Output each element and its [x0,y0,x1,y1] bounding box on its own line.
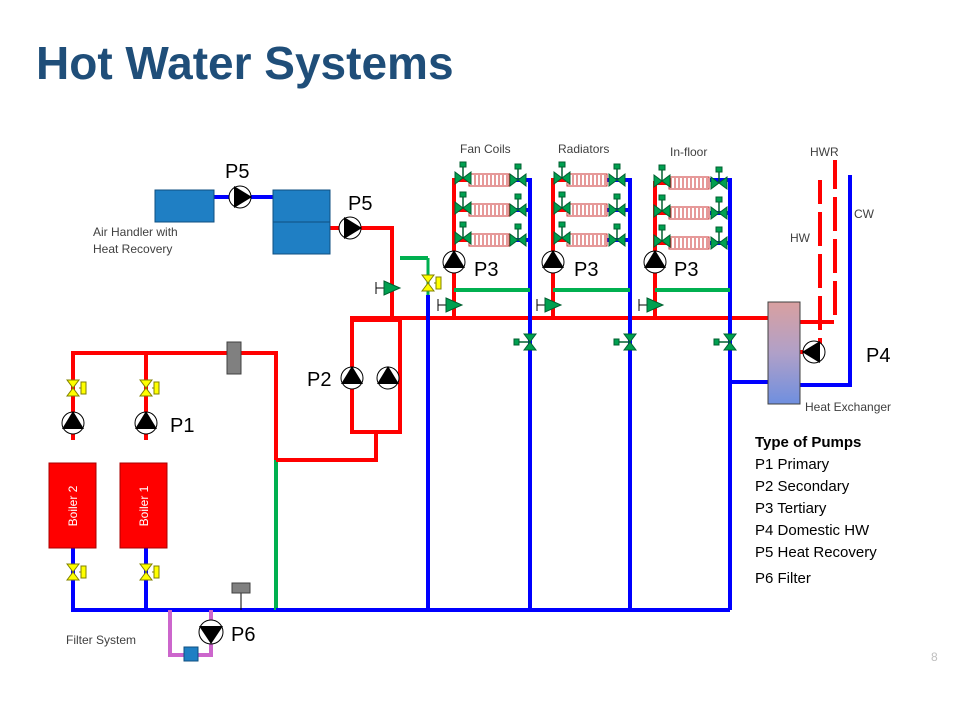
boiler-2: Boiler 2 [48,462,97,549]
p6-label: P6 [231,624,255,646]
p3-label-fan-coils: P3 [474,259,498,281]
boiler-1: Boiler 1 [119,462,168,549]
pump-p3-fan-coils [442,250,466,274]
riser-valves [513,333,737,351]
pump-p6 [198,619,224,645]
pump-p2-a [340,366,364,390]
legend-item-p6: P6 Filter [755,570,811,587]
boiler-2-label: Boiler 2 [66,485,80,526]
radiator-units [566,173,608,247]
hw-label: HW [790,231,811,245]
page-number: 8 [931,650,938,664]
legend-item-p4: P4 Domestic HW [755,522,870,539]
legend-item-p1: P1 Primary [755,456,830,473]
boiler-1-label: Boiler 1 [137,485,151,526]
filter-unit [183,646,199,662]
pump-p5-heat-recovery [338,216,362,240]
p3-label-radiators: P3 [574,259,598,281]
legend-item-p5: P5 Heat Recovery [755,544,877,561]
p5-label-air-handler: P5 [225,161,249,183]
heat-exchanger [767,301,801,405]
air-handler-label-line1: Air Handler with [93,225,178,239]
heat-recovery-unit-bottom [272,221,331,255]
legend-item-p2: P2 Secondary [755,478,850,495]
filter-tank [231,582,251,594]
pump-p2-b [376,366,400,390]
in-floor-units [668,176,710,250]
in-floor-label: In-floor [670,145,707,159]
legend-heading: Type of Pumps [755,434,862,451]
fan-coil-units [468,173,510,247]
heat-recovery-unit-top [272,189,331,223]
filter-system-label: Filter System [66,633,136,647]
p5-label-heat-recovery: P5 [348,193,372,215]
heat-exchanger-label: Heat Exchanger [805,400,891,414]
pump-p4 [802,340,826,364]
legend-item-p3: P3 Tertiary [755,500,827,517]
pump-p1-b [134,411,158,435]
p4-label: P4 [866,345,890,367]
pump-p1-a [61,411,85,435]
pump-p5-air-handler [228,185,252,209]
pump-legend: Type of Pumps P1 Primary P2 Secondary P3… [755,432,877,590]
pipes [71,160,852,657]
hwr-label: HWR [810,145,839,159]
cw-label: CW [854,207,875,221]
fan-coils-label: Fan Coils [460,142,511,156]
pump-p3-radiators [541,250,565,274]
radiators-label: Radiators [558,142,609,156]
page-title: Hot Water Systems [36,37,454,89]
check-valves [375,280,664,313]
air-handler-label-line2: Heat Recovery [93,242,172,256]
p2-label: P2 [307,369,331,391]
p1-label: P1 [170,415,194,437]
p3-label-in-floor: P3 [674,259,698,281]
air-handler-unit [154,189,215,223]
expansion-tank [226,341,242,375]
pumps [61,185,826,645]
pump-p3-in-floor [643,250,667,274]
